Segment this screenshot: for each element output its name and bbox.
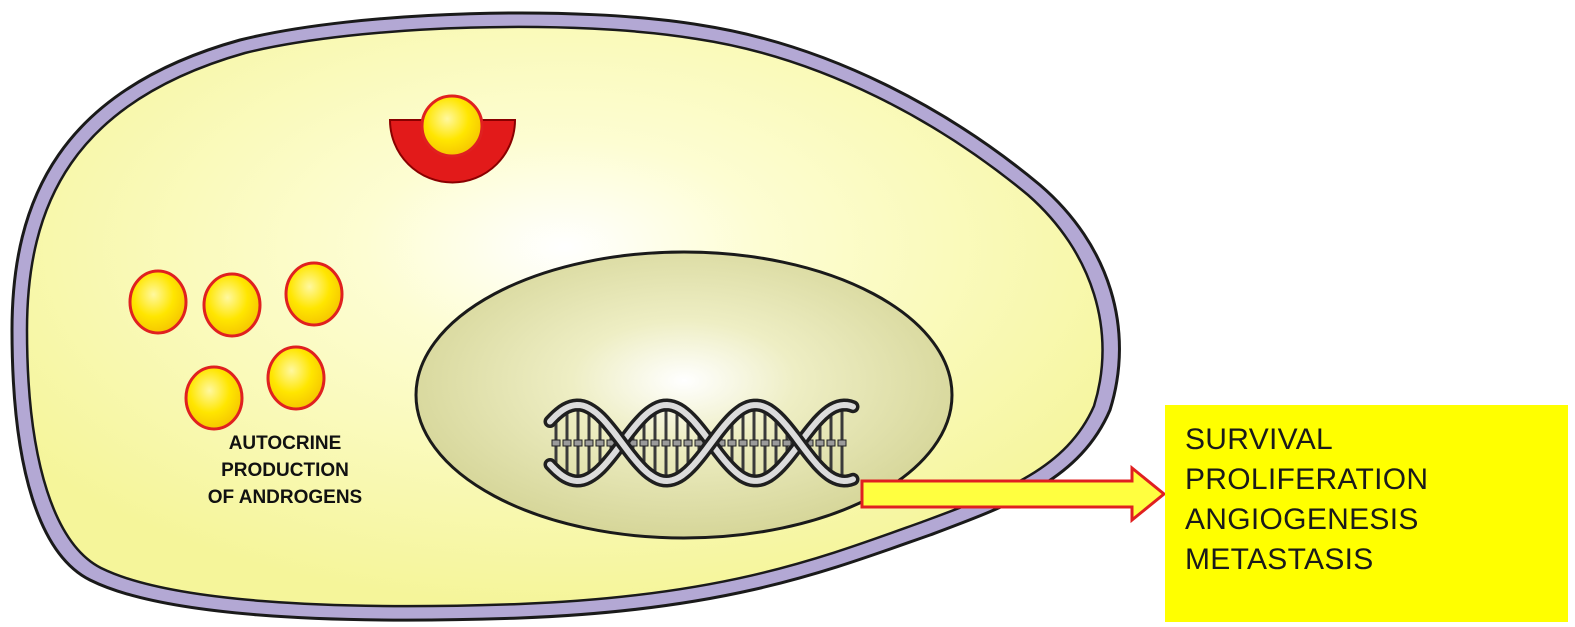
- dna-base-pair-node: [651, 440, 659, 446]
- dna-base-pair-node: [640, 440, 648, 446]
- dna-base-pair-node: [772, 440, 780, 446]
- dna-base-pair-node: [552, 440, 560, 446]
- androgen-molecule-icon: [204, 274, 260, 336]
- dna-base-pair-node: [816, 440, 824, 446]
- dna-base-pair-node: [662, 440, 670, 446]
- androgen-molecule-icon: [286, 263, 342, 325]
- dna-base-pair-node: [728, 440, 736, 446]
- dna-base-pair-node: [585, 440, 593, 446]
- outcome-proliferation: PROLIFERATION: [1185, 460, 1568, 500]
- dna-base-pair-node: [838, 440, 846, 446]
- androgen-molecule-icon: [186, 367, 242, 429]
- dna-base-pair-node: [673, 440, 681, 446]
- androgen-molecule-icon: [268, 347, 324, 409]
- autocrine-label-line: PRODUCTION: [185, 457, 385, 484]
- autocrine-label-line: AUTOCRINE: [185, 430, 385, 457]
- dna-base-pair-node: [563, 440, 571, 446]
- autocrine-production-label: AUTOCRINE PRODUCTION OF ANDROGENS: [185, 430, 385, 511]
- outcome-survival: SURVIVAL: [1185, 420, 1568, 460]
- dna-base-pair-node: [684, 440, 692, 446]
- dna-base-pair-node: [596, 440, 604, 446]
- dna-base-pair-node: [574, 440, 582, 446]
- outcome-angiogenesis: ANGIOGENESIS: [1185, 500, 1568, 540]
- autocrine-label-line: OF ANDROGENS: [185, 484, 385, 511]
- dna-base-pair-node: [750, 440, 758, 446]
- outcome-metastasis: METASTASIS: [1185, 540, 1568, 580]
- dna-base-pair-node: [783, 440, 791, 446]
- androgen-molecule-icon: [130, 271, 186, 333]
- outcomes-box: SURVIVAL PROLIFERATION ANGIOGENESIS META…: [1165, 405, 1568, 622]
- dna-base-pair-node: [761, 440, 769, 446]
- dna-base-pair-node: [739, 440, 747, 446]
- dna-base-pair-node: [827, 440, 835, 446]
